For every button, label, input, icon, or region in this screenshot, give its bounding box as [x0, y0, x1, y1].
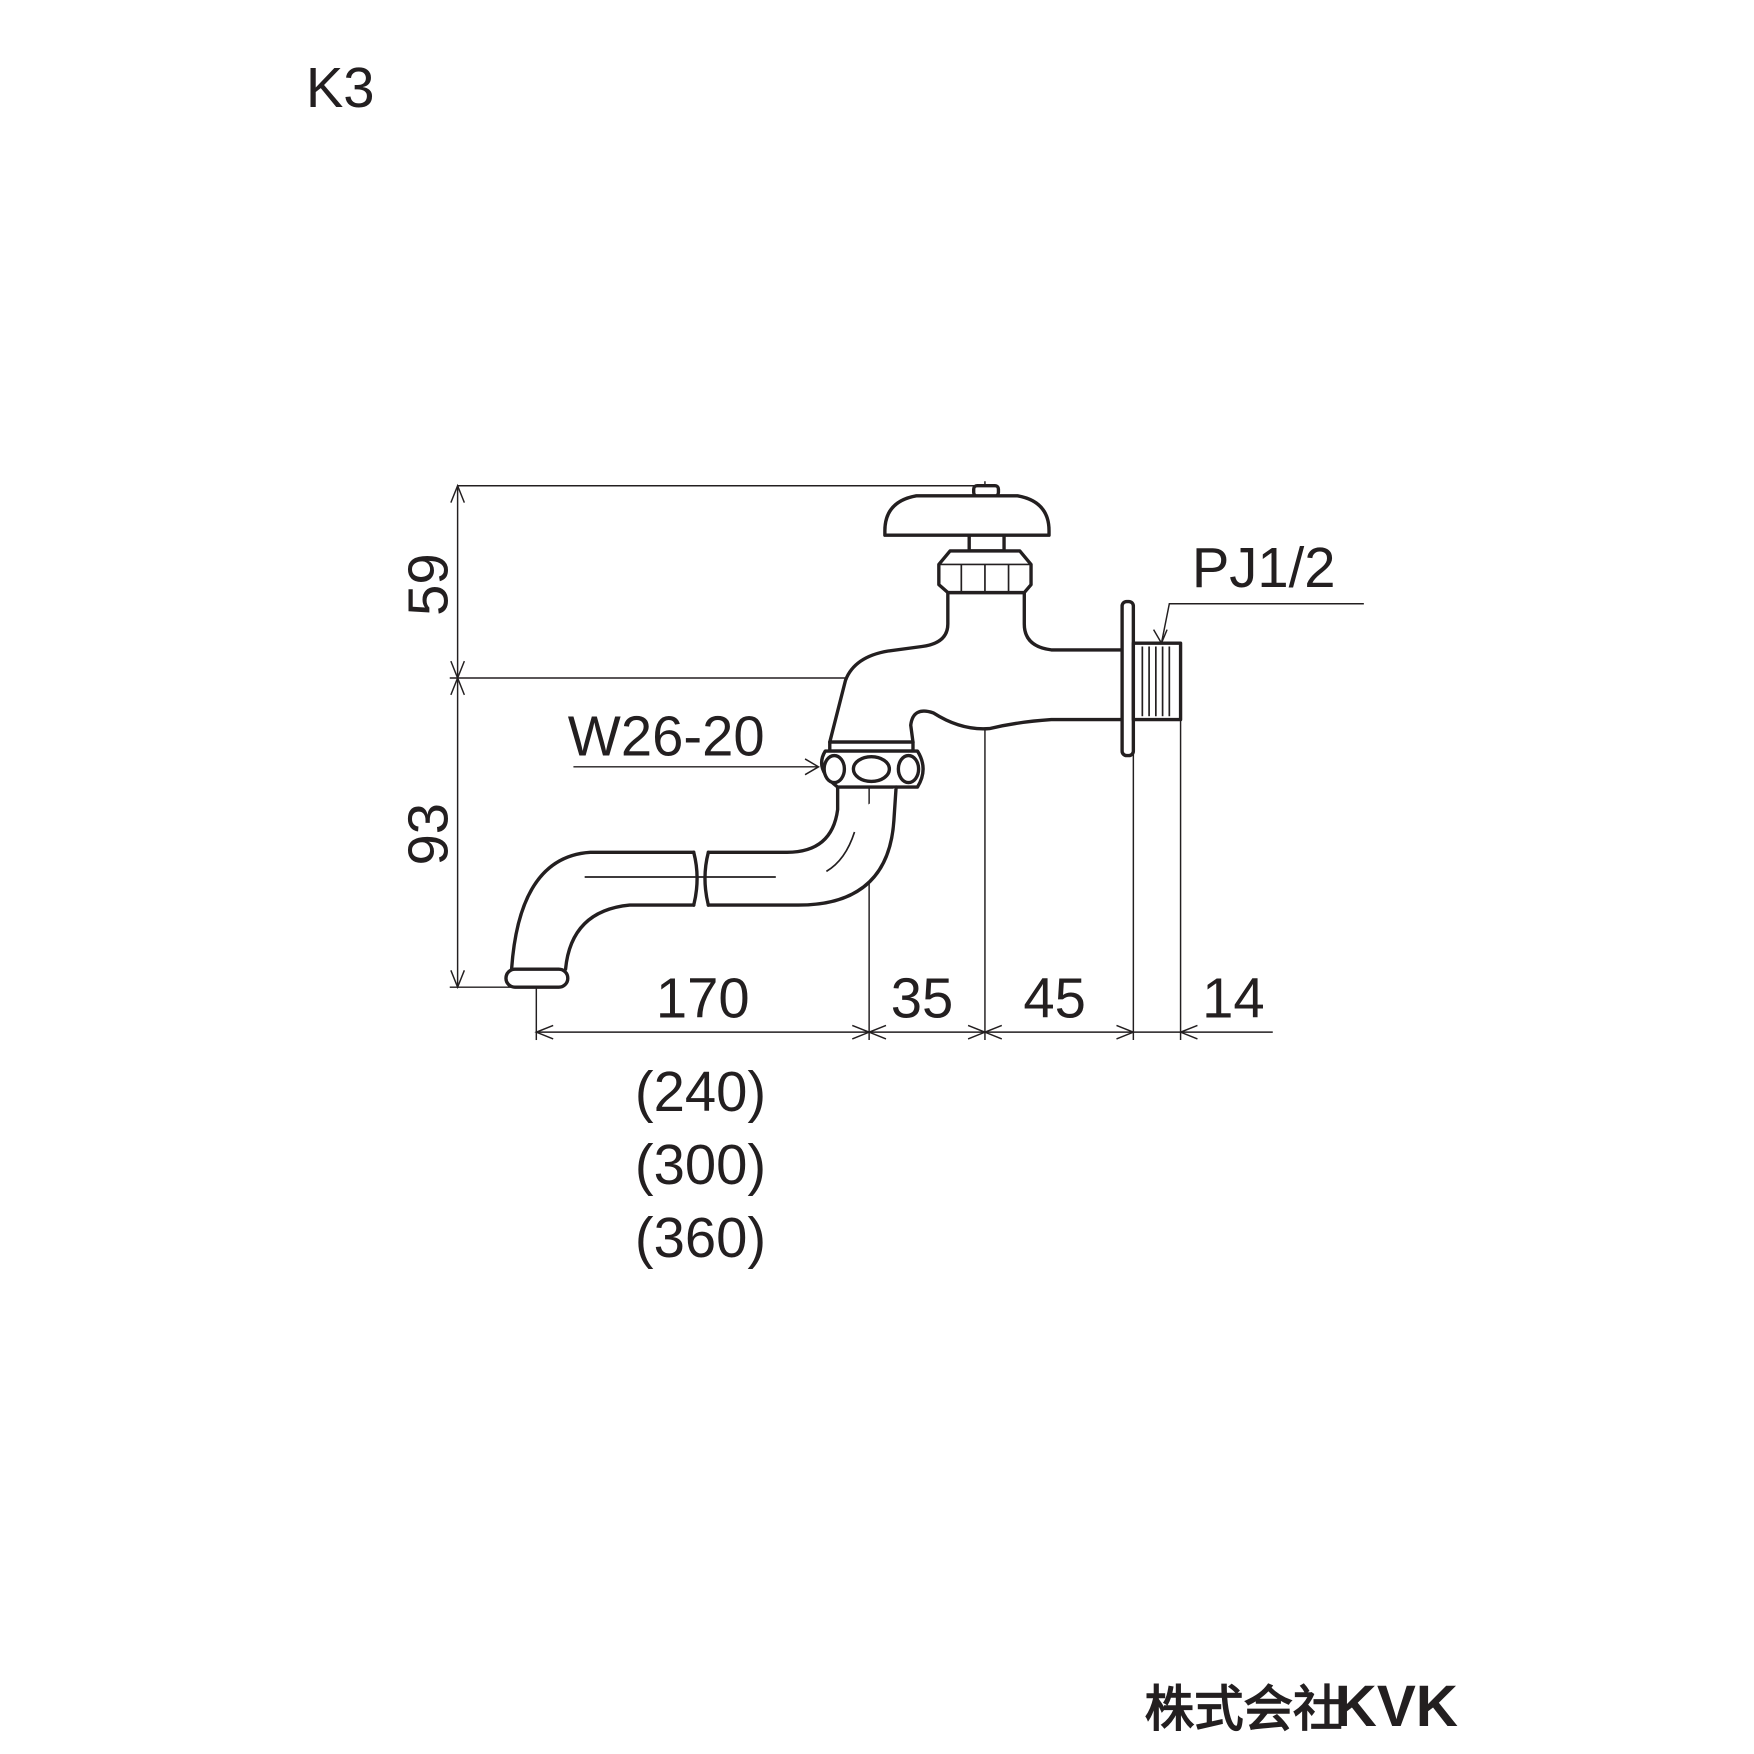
- spout: [509, 785, 898, 971]
- logo-brand: KVK: [1335, 1674, 1458, 1739]
- dim-35: 35: [891, 967, 954, 1030]
- dim-14: 14: [1202, 967, 1265, 1030]
- dim-93: 93: [396, 803, 459, 866]
- dim-alt-360: (360): [635, 1206, 766, 1269]
- thread: [1131, 641, 1183, 722]
- dim-170: 170: [656, 967, 750, 1030]
- model-label: K3: [306, 56, 375, 119]
- spout-tip: [504, 967, 570, 989]
- dim-alt-300: (300): [635, 1133, 766, 1196]
- coupling-label: W26-20: [568, 705, 765, 768]
- dim-alt-240: (240): [635, 1060, 766, 1123]
- logo-company: 株式会社: [1145, 1682, 1343, 1737]
- handle: [883, 494, 1051, 537]
- thread-label: PJ1/2: [1192, 536, 1336, 599]
- dim-59: 59: [396, 553, 459, 616]
- dim-45: 45: [1023, 967, 1086, 1030]
- faucet-body: [504, 484, 1183, 989]
